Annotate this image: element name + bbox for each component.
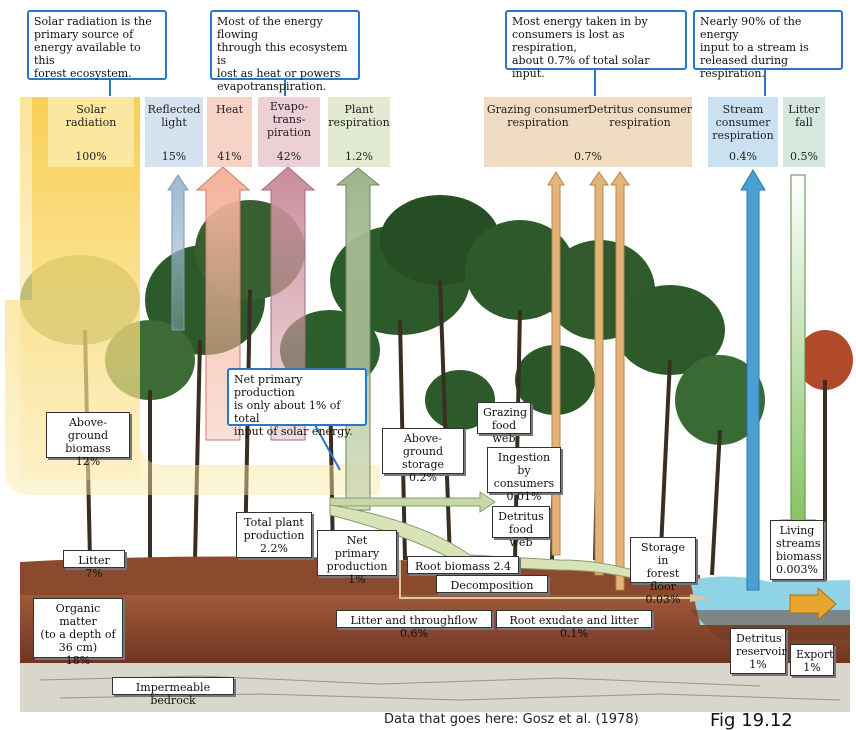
net-primary-production-box: Net primary production 1% bbox=[317, 530, 397, 586]
litter-throughflow-line bbox=[399, 560, 690, 599]
living-streams-biomass-box: Living streams biomass 0.003% bbox=[770, 520, 824, 580]
solar-pct: 100% bbox=[75, 150, 107, 163]
stream-callout: Nearly 90% of the energy input to a stre… bbox=[693, 10, 843, 80]
detritus-food-web-box: Detritus food web bbox=[492, 506, 550, 549]
bedrock-box: Impermeable bedrock bbox=[112, 677, 234, 707]
ingestion-box: Ingestion by consumers 0.01% bbox=[487, 447, 561, 503]
throughflow-arrowhead bbox=[690, 594, 710, 602]
above-ground-biomass-box: Above-ground biomass 12% bbox=[46, 412, 130, 468]
figure-number: Fig 19.12 bbox=[710, 710, 793, 730]
solar-radiation-column bbox=[20, 97, 140, 480]
grazing-food-web-box: Grazing food web bbox=[477, 402, 531, 445]
stream-respiration-arrow bbox=[740, 169, 766, 591]
above-ground-storage-box: Above-ground storage 0.2% bbox=[382, 428, 464, 484]
grazing-resp-label: Grazing consumer respiration bbox=[486, 103, 590, 129]
bedrock-layer bbox=[20, 663, 850, 712]
heat-label: Heat bbox=[215, 103, 244, 116]
plant-resp-label: Plant respiration bbox=[328, 103, 390, 129]
reflected-pct: 15% bbox=[161, 150, 187, 163]
heat-pct: 41% bbox=[217, 150, 242, 163]
decomposition-box: Decomposition bbox=[436, 575, 548, 593]
detritus-respiration-arrow-2 bbox=[610, 171, 630, 591]
evapo-label-panel bbox=[258, 97, 320, 167]
litter-fall-pct: 0.5% bbox=[790, 150, 818, 163]
litter-fall-label-panel bbox=[783, 97, 825, 167]
solar-label-panel bbox=[48, 97, 134, 167]
energy-callout: Most of the energy flowing through this … bbox=[210, 10, 360, 93]
root-exudate-box: Root exudate and litter 0.1% bbox=[496, 610, 652, 640]
reflected-label-panel bbox=[145, 97, 203, 167]
total-plant-production-box: Total plant production 2.2% bbox=[236, 512, 312, 558]
solar-label: Solar radiation bbox=[65, 103, 117, 129]
litter-throughflow-box: Litter and throughflow 0.6% bbox=[336, 610, 492, 640]
npp-callout-pointer bbox=[314, 424, 341, 471]
consumer-callout: Most energy taken in by consumers is los… bbox=[505, 10, 687, 80]
consumer-pct: 0.7% bbox=[574, 150, 602, 163]
stream-resp-label: Stream consumer respiration bbox=[712, 103, 774, 142]
evapo-pct: 42% bbox=[276, 150, 302, 163]
export-box: Export 1% bbox=[790, 644, 834, 676]
organic-matter-box: Organic matter (to a depth of 36 cm) 18% bbox=[33, 598, 123, 667]
litter-box: Litter 7% bbox=[63, 550, 125, 580]
above-ground-storage-flow bbox=[329, 491, 496, 513]
reflected-light-arrow bbox=[167, 174, 189, 331]
evapo-label: Evapo- trans- piration bbox=[266, 100, 312, 139]
plant-resp-pct: 1.2% bbox=[345, 150, 373, 163]
litter-fall-label: Litter fall bbox=[788, 103, 820, 129]
npp-callout: Net primary production is only about 1% … bbox=[227, 368, 367, 438]
stream-label-panel bbox=[708, 97, 778, 167]
detritus-respiration-arrow-1 bbox=[589, 171, 609, 576]
detritus-reservoir-box: Detritus reservoir 1% bbox=[730, 628, 787, 674]
plant-resp-label-panel bbox=[328, 97, 390, 167]
reflected-label: Reflected light bbox=[147, 103, 201, 129]
solar-callout: Solar radiation is the primary source of… bbox=[27, 10, 167, 80]
export-arrow bbox=[789, 586, 837, 622]
heat-label-panel bbox=[207, 97, 252, 167]
stream-resp-pct: 0.4% bbox=[729, 150, 757, 163]
consumer-label-panel bbox=[484, 97, 692, 167]
storage-forest-floor-box: Storage in forest floor 0.03% bbox=[630, 537, 696, 606]
root-biomass-box: Root biomass 2.4 % bbox=[407, 556, 519, 586]
source-caption: Data that goes here: Gosz et al. (1978) bbox=[384, 712, 639, 727]
detritus-resp-label: Detritus consumer respiration bbox=[588, 103, 692, 129]
